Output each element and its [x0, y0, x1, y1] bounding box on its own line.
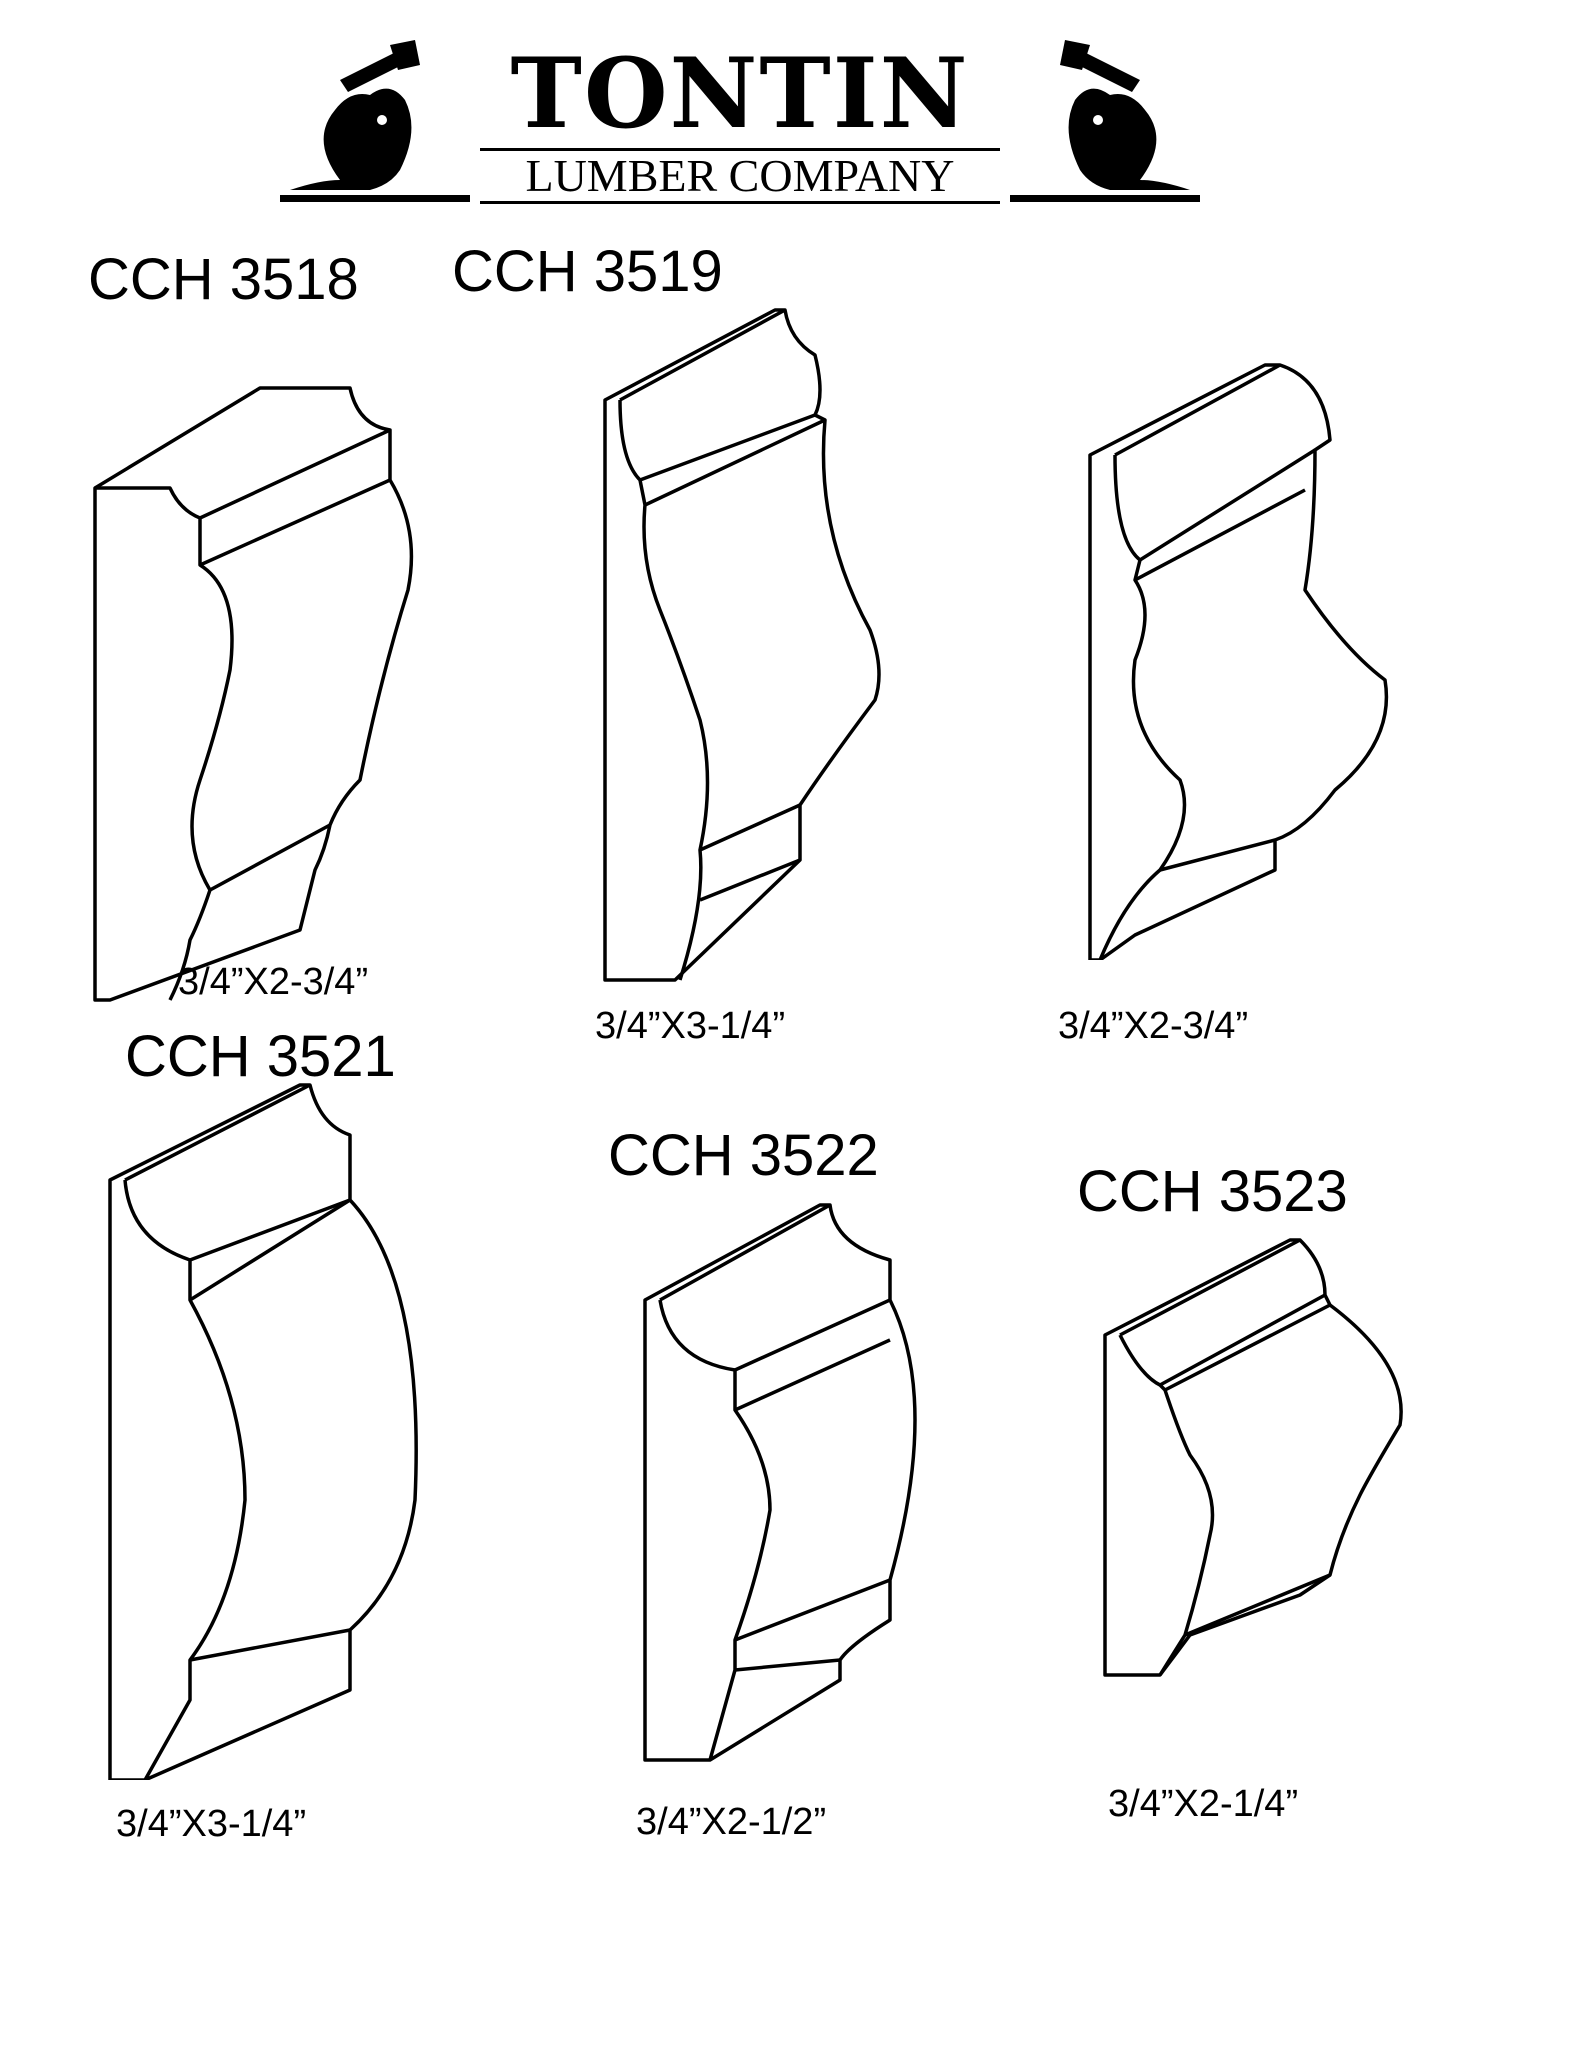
company-subtitle: LUMBER COMPANY: [480, 148, 1000, 204]
dimension-label-cch-3521: 3/4”X3-1/4”: [116, 1803, 307, 1845]
dimension-label-unlabeled: 3/4”X2-3/4”: [1058, 1005, 1249, 1047]
dimension-label-cch-3518: 3/4”X2-3/4”: [178, 961, 369, 1003]
company-logo: TONTIN LUMBER COMPANY: [280, 40, 1200, 210]
profile-drawing-cch-3522: [643, 1203, 917, 1762]
dimension-label-cch-3519: 3/4”X3-1/4”: [595, 1005, 786, 1047]
dimension-label-cch-3522: 3/4”X2-1/2”: [636, 1801, 827, 1843]
profile-drawing-unlabeled: [1088, 363, 1389, 960]
model-label-cch-3521: CCH 3521: [125, 1024, 396, 1089]
profile-drawing-cch-3519: [603, 308, 881, 982]
beaver-left-icon: [280, 40, 470, 202]
profile-drawing-cch-3523: [1103, 1238, 1403, 1677]
profile-drawing-cch-3518: [93, 386, 414, 1002]
profile-drawing-cch-3521: [108, 1083, 418, 1780]
dimension-label-cch-3523: 3/4”X2-1/4”: [1108, 1783, 1299, 1825]
model-label-cch-3518: CCH 3518: [88, 247, 359, 312]
model-label-cch-3523: CCH 3523: [1077, 1159, 1348, 1224]
company-name: TONTIN: [510, 37, 970, 150]
model-label-cch-3522: CCH 3522: [608, 1123, 879, 1188]
model-label-cch-3519: CCH 3519: [452, 239, 723, 304]
beaver-right-icon: [1010, 40, 1200, 202]
